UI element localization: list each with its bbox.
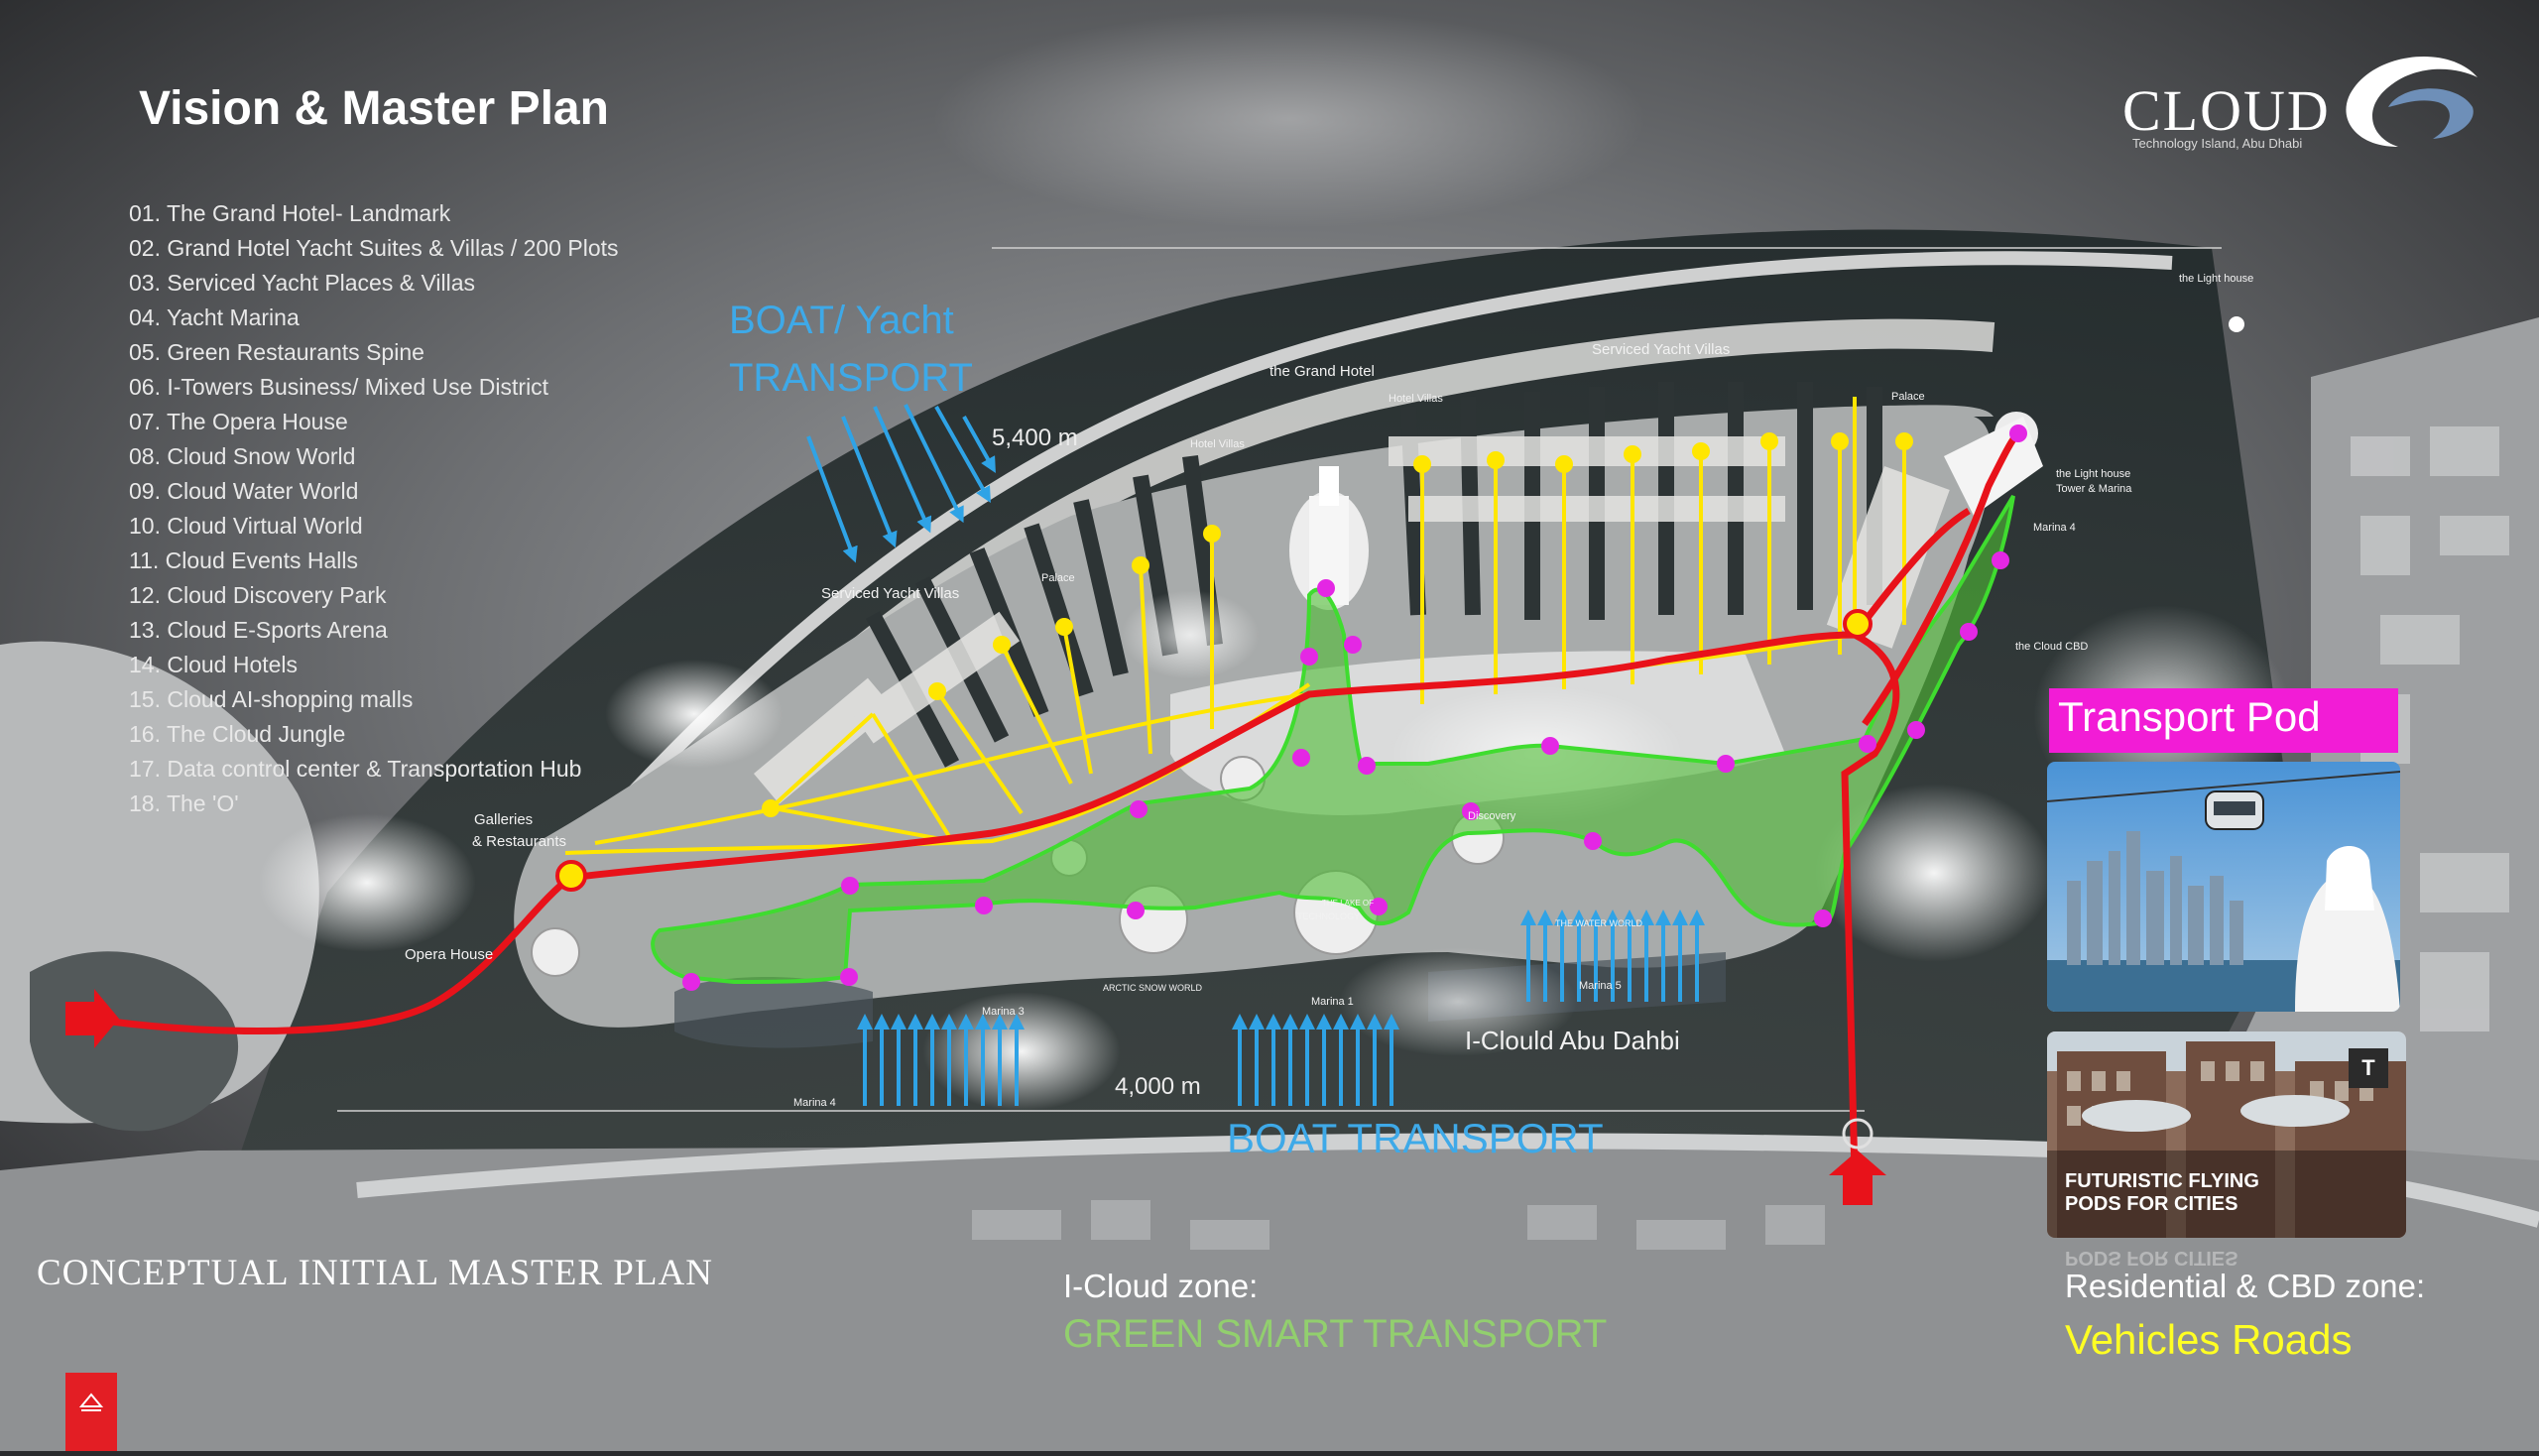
page-title: Vision & Master Plan [139, 82, 609, 135]
legend-item: 04. Yacht Marina [129, 304, 300, 330]
legend-item: 17. Data control center & Transportation… [129, 756, 582, 782]
flying-pods-caption: FUTURISTIC FLYING PODS FOR CITIES [2065, 1170, 2259, 1216]
residential-zone-value: Vehicles Roads [2065, 1316, 2353, 1363]
label-serviced-yacht-villas: Serviced Yacht Villas [1592, 341, 1731, 358]
label-light-house-tower-2: Tower & Marina [2056, 483, 2132, 495]
transport-pod-photo [2047, 762, 2400, 1012]
label-light-house-tower: the Light house [2056, 468, 2131, 480]
label-grand-hotel: the Grand Hotel [1270, 363, 1375, 380]
flying-pods-caption-line2: PODS FOR CITIES [2065, 1193, 2238, 1215]
flying-pods-caption-reflection: PODS FOR CITIES [2065, 1247, 2238, 1269]
iclould-label: I-Clould Abu Dahbi [1465, 1026, 1680, 1055]
label-lake-of-technology: THE LAKE OF [1322, 899, 1375, 908]
residential-zone-label: Residential & CBD zone: [2065, 1268, 2426, 1304]
label-hotel-villas-2: Hotel Villas [1389, 393, 1443, 405]
cloud-logo-text: CLOUD [2122, 78, 2331, 143]
label-marina-3: Marina 3 [982, 1006, 1025, 1018]
legend-item: 07. The Opera House [129, 409, 348, 434]
label-light-house: the Light house [2179, 273, 2254, 285]
legend-item: 11. Cloud Events Halls [129, 547, 358, 573]
dimension-lines [337, 247, 2222, 1112]
grand-hotel [1289, 466, 1369, 610]
label-marina-1: Marina 1 [1311, 996, 1354, 1008]
boat-yacht-label: BOAT/ Yacht TRANSPORT [729, 292, 973, 407]
legend-list: 01. The Grand Hotel- Landmark 02. Grand … [129, 196, 619, 821]
left-marina [30, 951, 239, 1132]
home-button[interactable] [65, 1373, 117, 1451]
legend-item: 06. I-Towers Business/ Mixed Use Distric… [129, 374, 549, 400]
boat-yacht-line2: TRANSPORT [729, 356, 973, 400]
dimension-bottom: 4,000 m [1115, 1073, 1201, 1100]
legend-item: 16. The Cloud Jungle [129, 721, 346, 747]
city-blocks-bottom [972, 1200, 1825, 1250]
cloud-swoosh-icon [2346, 56, 2478, 147]
label-serviced-yacht-villas-left: Serviced Yacht Villas [821, 585, 960, 602]
flying-pods-photo [2047, 1031, 2406, 1238]
boat-transport-arrows [857, 910, 1705, 1106]
label-discovery: Discovery [1468, 810, 1516, 822]
icloud-zone-label: I-Cloud zone: [1063, 1268, 1259, 1304]
transport-pod-line-east [1862, 430, 2021, 727]
legend-item: 15. Cloud AI-shopping malls [129, 686, 414, 712]
icloud-zone-value: GREEN SMART TRANSPORT [1063, 1312, 1608, 1356]
legend-item: 13. Cloud E-Sports Arena [129, 617, 388, 643]
legend-item: 09. Cloud Water World [129, 478, 359, 504]
triangle-up-icon [78, 1393, 104, 1411]
master-plan-title: CONCEPTUAL INITIAL MASTER PLAN [37, 1253, 713, 1293]
label-cloud-cbd: the Cloud CBD [2015, 641, 2089, 653]
legend-item: 05. Green Restaurants Spine [129, 339, 424, 365]
label-marina-4: Marina 4 [793, 1097, 836, 1109]
label-palace-2: Palace [1891, 391, 1925, 403]
dimension-top: 5,400 m [992, 425, 1078, 451]
transport-pod-line [110, 507, 1971, 1176]
transport-pod-title-bg [2049, 688, 2398, 753]
round-buildings [531, 756, 1505, 977]
boat-yacht-line1: BOAT/ Yacht [729, 299, 954, 342]
label-galleries-2: & Restaurants [472, 833, 567, 850]
north-breakwater [589, 251, 2173, 838]
label-hotel-villas-1: Hotel Villas [1190, 438, 1245, 450]
legend-item: 10. Cloud Virtual World [129, 513, 363, 539]
legend-item: 12. Cloud Discovery Park [129, 582, 387, 608]
villa-clusters [753, 436, 1950, 804]
label-opera-house: Opera House [405, 946, 494, 963]
legend-item: 18. The 'O' [129, 790, 239, 816]
entry-arrow-left [65, 989, 119, 1048]
legend-item: 14. Cloud Hotels [129, 652, 299, 677]
clouds [258, 10, 2291, 1111]
boat-transport-label: BOAT TRANSPORT [1227, 1115, 1604, 1161]
flying-pods-image [2047, 1031, 2406, 1238]
label-lake-of-technology-2: TECHNOLOGY [1297, 911, 1361, 921]
bottom-mainland [0, 1141, 2539, 1451]
hub-nodes [555, 609, 1874, 1150]
label-marina-5: Marina 5 [1579, 980, 1622, 992]
legend-item: 03. Serviced Yacht Places & Villas [129, 270, 476, 296]
boat-yacht-arrows [806, 404, 996, 563]
legend-item: 01. The Grand Hotel- Landmark [129, 200, 451, 226]
road-endpoints [762, 432, 1913, 817]
entry-arrow-bottom [1829, 1151, 1886, 1205]
label-galleries: Galleries [474, 811, 534, 828]
legend-item: 02. Grand Hotel Yacht Suites & Villas / … [129, 235, 619, 261]
cloud-logo-subtitle: Technology Island, Abu Dhabi [2132, 136, 2303, 151]
label-marina-4-right: Marina 4 [2033, 522, 2076, 534]
label-water-world: THE WATER WORLD [1555, 918, 1642, 928]
transport-pod-title: Transport Pod [2058, 693, 2321, 740]
label-palace-1: Palace [1041, 572, 1075, 584]
station-nodes [682, 425, 2027, 991]
ti-badge-icon: T [2349, 1048, 2388, 1088]
legend-item: 08. Cloud Snow World [129, 443, 356, 469]
skyline-photo [2047, 762, 2400, 1012]
flying-pods-caption-line1: FUTURISTIC FLYING [2065, 1170, 2259, 1192]
label-arctic-snow-world: ARCTIC SNOW WORLD [1103, 983, 1202, 993]
